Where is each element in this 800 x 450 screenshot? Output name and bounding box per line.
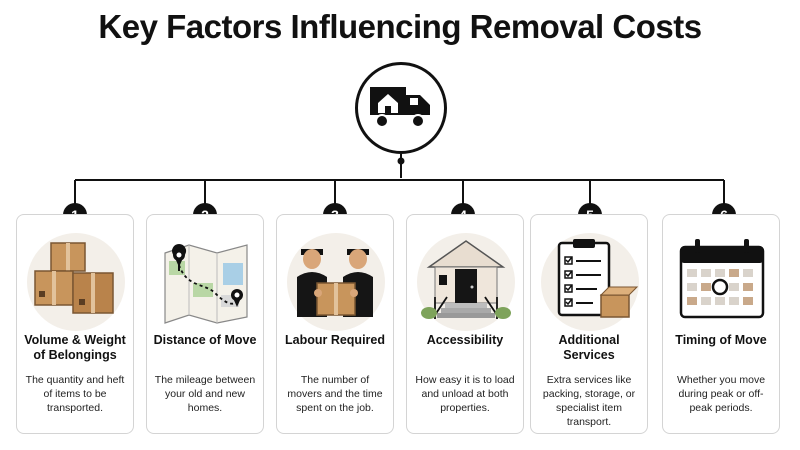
factor-illustration <box>27 233 125 331</box>
factor-card-distance: Distance of Move The mileage between you… <box>146 214 264 434</box>
checklist-clipboard-icon <box>557 239 639 318</box>
factor-title: Additional Services <box>558 333 620 362</box>
connector-lines <box>74 154 725 204</box>
page-title: Key Factors Influencing Removal Costs <box>98 8 702 45</box>
factor-description: Extra services like packing, storage, or… <box>542 374 636 428</box>
factor-title: Timing of Move <box>675 333 767 347</box>
factor-card-timing: Timing of Move Whether you move during p… <box>662 214 780 434</box>
factor-illustration <box>673 233 771 331</box>
route-map-icon <box>164 244 248 324</box>
factor-description: The mileage between your old and new hom… <box>154 374 256 414</box>
factor-title: Volume & Weight of Belongings <box>24 333 126 362</box>
factor-title: Labour Required <box>284 333 385 347</box>
factor-illustration <box>157 233 255 331</box>
factor-description: Whether you move during peak or off-peak… <box>676 374 766 414</box>
moving-truck-house-icon <box>370 87 430 128</box>
factor-card-accessibility: Accessibility How easy it is to load and… <box>406 214 524 434</box>
factor-illustration <box>541 233 639 331</box>
factor-title: Distance of Move <box>153 333 257 347</box>
factor-description: How easy it is to load and unload at bot… <box>415 374 515 414</box>
hub-circle <box>355 62 447 154</box>
factor-title: Accessibility <box>426 333 504 347</box>
factor-description: The quantity and heft of items to be tra… <box>25 374 125 414</box>
calendar-icon <box>679 239 765 319</box>
factor-card-volume-weight: Volume & Weight of Belongings The quanti… <box>16 214 134 434</box>
factor-description: The number of movers and the time spent … <box>287 374 383 414</box>
stacked-boxes-icon <box>34 242 114 314</box>
factor-card-additional-services: Additional Services Extra services like … <box>530 214 648 434</box>
factor-illustration <box>287 233 385 331</box>
house-entrance-stairs-icon <box>421 240 511 319</box>
factor-illustration <box>417 233 515 331</box>
factor-card-labour: Labour Required The number of movers and… <box>276 214 394 434</box>
movers-carrying-box-icon <box>297 249 373 317</box>
